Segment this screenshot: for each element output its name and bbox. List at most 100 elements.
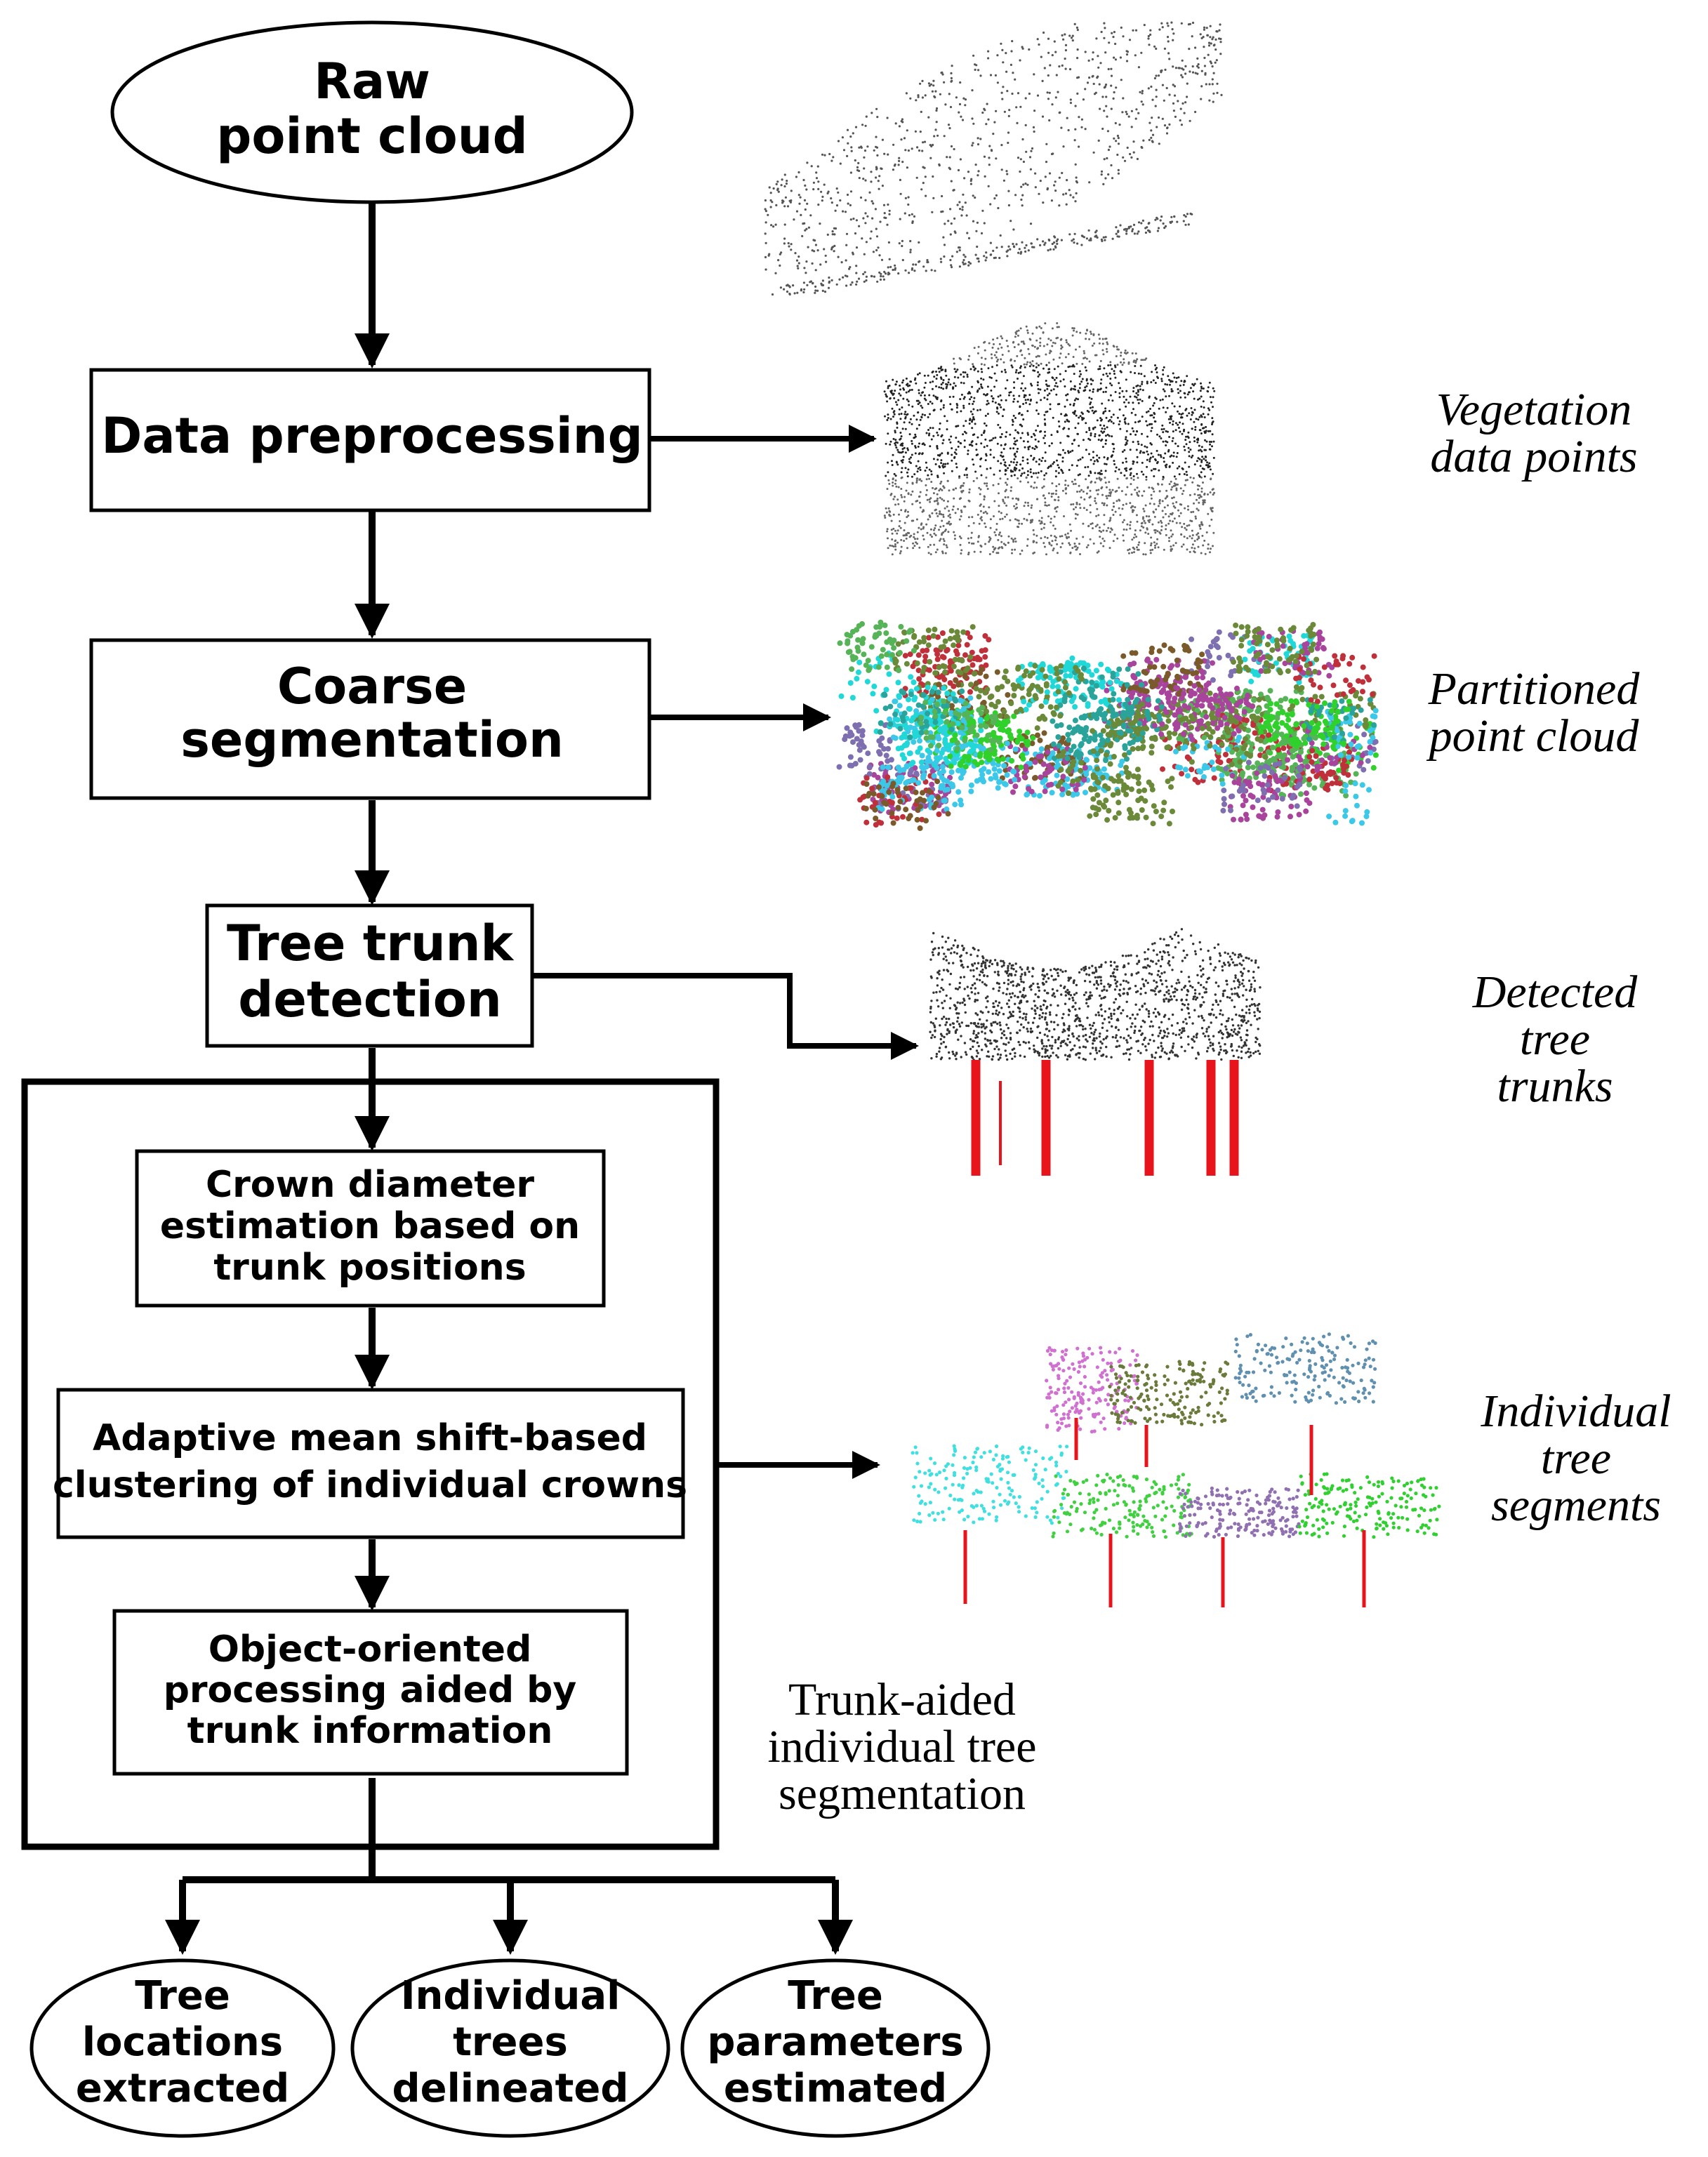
cloud-point bbox=[1100, 487, 1103, 490]
node-text-line: segmentation bbox=[180, 711, 564, 769]
cloud-point bbox=[932, 380, 934, 383]
cloud-point bbox=[1035, 534, 1038, 537]
cloud-point bbox=[1116, 500, 1118, 503]
cloud-point bbox=[1207, 543, 1210, 546]
cloud-point bbox=[1200, 487, 1203, 490]
cloud-point bbox=[1114, 490, 1117, 493]
cloud-point bbox=[875, 227, 878, 230]
cloud-point bbox=[807, 226, 810, 229]
cloud-point bbox=[1047, 385, 1050, 387]
cloud-point bbox=[1088, 397, 1091, 399]
cloud-point bbox=[1007, 131, 1010, 134]
cloud-point bbox=[1155, 74, 1158, 77]
cloud-point bbox=[1055, 485, 1058, 488]
cloud-point bbox=[1108, 547, 1111, 550]
cloud-point bbox=[1184, 754, 1191, 760]
cloud-point bbox=[1209, 448, 1212, 451]
cloud-point bbox=[977, 381, 979, 384]
cloud-point bbox=[1045, 749, 1051, 755]
cloud-point bbox=[1153, 503, 1156, 505]
cloud-point bbox=[769, 206, 772, 208]
cloud-point bbox=[1003, 110, 1006, 113]
cloud-point bbox=[923, 397, 926, 400]
cloud-point bbox=[1042, 788, 1048, 795]
cloud-point bbox=[1019, 365, 1022, 368]
cloud-point bbox=[978, 387, 981, 390]
cloud-point bbox=[1085, 546, 1088, 549]
cloud-point bbox=[1024, 124, 1027, 126]
cloud-point bbox=[934, 527, 936, 529]
cloud-point bbox=[1005, 170, 1008, 173]
cloud-point bbox=[988, 157, 991, 159]
cloud-point bbox=[1202, 413, 1205, 416]
cloud-point bbox=[1071, 449, 1074, 452]
cloud-point bbox=[1170, 550, 1172, 552]
cloud-point bbox=[1119, 224, 1122, 227]
cloud-point bbox=[894, 539, 897, 542]
cloud-point bbox=[1159, 399, 1162, 401]
cloud-point bbox=[1372, 752, 1379, 758]
cloud-point bbox=[1111, 384, 1113, 387]
cloud-point bbox=[1116, 235, 1119, 238]
cloud-point bbox=[1205, 464, 1207, 467]
cloud-point bbox=[980, 457, 983, 460]
cloud-point bbox=[1094, 525, 1097, 528]
cloud-point bbox=[995, 529, 998, 531]
cloud-point bbox=[1211, 489, 1214, 491]
cloud-point bbox=[819, 223, 821, 225]
cloud-point bbox=[1106, 341, 1108, 344]
cloud-point bbox=[1162, 431, 1165, 434]
cloud-point bbox=[1200, 395, 1203, 398]
cloud-point bbox=[1189, 441, 1191, 444]
cloud-point bbox=[1199, 429, 1202, 432]
cloud-point bbox=[1186, 505, 1189, 507]
cloud-point bbox=[1019, 327, 1022, 330]
cloud-point bbox=[1087, 229, 1090, 232]
cloud-point bbox=[942, 515, 945, 518]
cloud-point bbox=[1163, 124, 1167, 127]
cloud-point bbox=[1113, 460, 1116, 463]
cloud-point bbox=[1153, 515, 1156, 518]
cloud-point bbox=[885, 380, 887, 383]
cloud-point bbox=[893, 472, 896, 475]
cloud-point bbox=[921, 413, 924, 416]
cloud-point bbox=[814, 269, 817, 272]
cloud-point bbox=[1129, 527, 1132, 530]
cloud-point bbox=[977, 436, 979, 439]
cloud-point bbox=[936, 447, 939, 450]
cloud-point bbox=[1075, 180, 1078, 182]
cloud-point bbox=[918, 372, 921, 375]
cloud-point bbox=[1058, 357, 1061, 359]
cloud-point bbox=[932, 434, 935, 437]
cloud-point bbox=[1084, 386, 1087, 389]
cloud-point bbox=[880, 167, 883, 171]
cloud-point bbox=[1102, 412, 1105, 415]
cloud-point bbox=[899, 178, 901, 181]
cloud-point bbox=[1204, 552, 1207, 555]
cloud-point bbox=[1019, 480, 1022, 483]
cloud-point bbox=[904, 417, 907, 420]
cloud-point bbox=[839, 199, 842, 202]
cloud-point bbox=[1088, 427, 1091, 430]
cloud-point bbox=[847, 142, 849, 145]
cloud-point bbox=[924, 413, 926, 416]
cloud-point bbox=[1167, 375, 1170, 378]
cloud-point bbox=[1080, 489, 1083, 491]
cloud-point bbox=[1078, 387, 1081, 390]
cloud-point bbox=[1193, 409, 1196, 411]
cloud-point bbox=[977, 174, 979, 177]
cloud-point bbox=[1084, 389, 1087, 392]
cloud-point bbox=[775, 204, 778, 206]
cloud-point bbox=[1024, 182, 1027, 185]
cloud-point bbox=[930, 269, 933, 272]
cloud-point bbox=[962, 371, 965, 373]
cloud-point bbox=[1205, 83, 1207, 86]
cloud-point bbox=[948, 396, 951, 398]
cloud-point bbox=[900, 545, 903, 548]
cloud-point bbox=[929, 500, 932, 503]
cloud-point bbox=[1060, 413, 1063, 416]
cloud-point bbox=[942, 463, 945, 465]
cloud-point bbox=[1193, 463, 1196, 466]
cloud-point bbox=[1165, 524, 1167, 526]
cloud-point bbox=[1106, 529, 1108, 532]
